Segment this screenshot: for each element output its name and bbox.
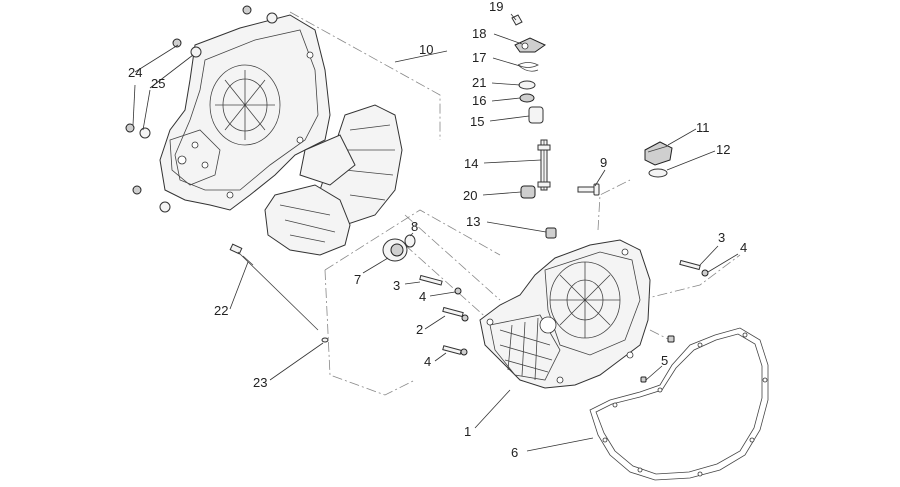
callout-12: 12 — [716, 142, 730, 157]
callout-16: 16 — [472, 93, 486, 108]
callout-18: 18 — [472, 26, 486, 41]
callout-9: 9 — [600, 155, 607, 170]
bolts-right — [640, 259, 709, 383]
gasket-part-6 — [589, 327, 769, 481]
callout-4-lower-left: 4 — [424, 354, 431, 369]
dipstick-part-22 — [229, 243, 319, 331]
clutch-cover-part-1 — [479, 239, 651, 389]
callout-22: 22 — [214, 303, 228, 318]
callout-19: 19 — [489, 0, 503, 14]
callout-4-upper-left: 4 — [419, 289, 426, 304]
callout-2: 2 — [416, 322, 423, 337]
callout-5: 5 — [661, 353, 668, 368]
callout-3-left: 3 — [393, 278, 400, 293]
assembly-guide-lines — [289, 11, 741, 396]
o-ring-part-12 — [648, 168, 668, 178]
callout-8: 8 — [411, 219, 418, 234]
callout-14: 14 — [464, 156, 478, 171]
bolts-left — [419, 274, 469, 356]
callout-23: 23 — [253, 375, 267, 390]
o-ring-part-8 — [404, 234, 416, 248]
o-ring-part-23 — [321, 337, 329, 343]
callout-3-right: 3 — [718, 230, 725, 245]
callout-6: 6 — [511, 445, 518, 460]
callout-11: 11 — [696, 120, 710, 135]
filler-plug-part-11 — [644, 141, 673, 166]
callout-7: 7 — [354, 272, 361, 287]
callout-15: 15 — [470, 114, 484, 129]
callout-4-right: 4 — [740, 240, 747, 255]
shaft-assembly — [511, 14, 557, 239]
callout-1: 1 — [464, 424, 471, 439]
callout-20: 20 — [463, 188, 477, 203]
callout-13: 13 — [466, 214, 480, 229]
bolt-part-9 — [577, 183, 600, 196]
cover-bolts-24-25 — [125, 5, 278, 213]
callout-labels: 19 18 17 21 16 15 14 20 13 9 11 12 10 24… — [128, 0, 747, 460]
inner-shroud — [264, 104, 403, 256]
leader-lines — [132, 13, 739, 452]
callout-10: 10 — [419, 42, 433, 57]
engine-cover-part-10 — [159, 14, 331, 211]
callout-25: 25 — [151, 76, 165, 91]
callout-21: 21 — [472, 75, 486, 90]
callout-17: 17 — [472, 50, 486, 65]
callout-24: 24 — [128, 65, 142, 80]
seal-part-7 — [382, 238, 408, 262]
